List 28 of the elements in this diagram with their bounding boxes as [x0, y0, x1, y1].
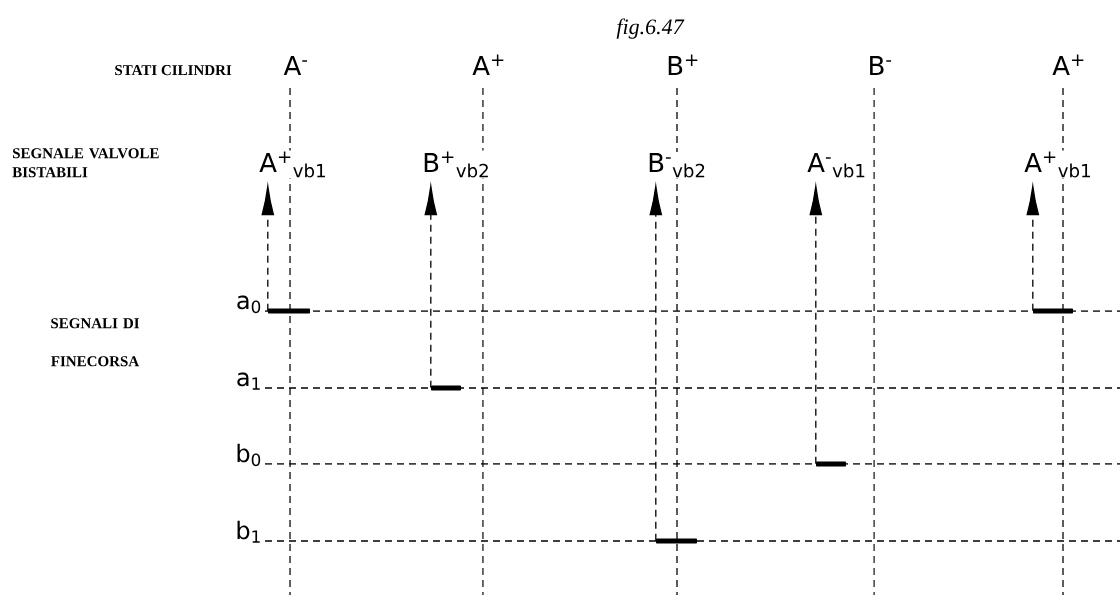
- row-label: b$_{1}$: [237, 520, 260, 543]
- cylinder-state-label: A$^{+}$: [1052, 54, 1084, 75]
- cylinder-state-label: A$^{-}$: [283, 56, 308, 75]
- row-label: b$_{0}$: [237, 443, 261, 467]
- valve-signal-label: A$^{-}$vb1: [806, 152, 868, 179]
- cylinder-state-label: A$^{+}$: [472, 54, 504, 75]
- arrow: [261, 185, 275, 312]
- signal-bar: [1033, 308, 1073, 314]
- heading-label: SEGNALI DI FINECORSA: [51, 318, 140, 367]
- row-label: a$_{0}$: [237, 295, 261, 314]
- signal-bar: [656, 538, 697, 544]
- arrow: [1026, 185, 1040, 312]
- valve-signal-label: B$^{+}$vb2: [421, 150, 492, 179]
- valve-signal-label: A$^{+}$vb1: [258, 150, 329, 179]
- arrow: [809, 185, 823, 465]
- cylinder-state-label: B$^{-}$: [870, 56, 892, 75]
- arrow: [649, 185, 663, 542]
- cylinder-state-label: B$^{+}$: [668, 54, 698, 75]
- signal-bar: [431, 385, 461, 391]
- heading-label: STATI CILINDRI: [115, 65, 232, 76]
- valve-signal-label: A$^{+}$vb1: [1023, 150, 1094, 179]
- signal-bar: [268, 308, 310, 314]
- arrow: [424, 185, 438, 389]
- valve-signal-label: B$^{-}$vb2: [646, 152, 708, 179]
- heading-label: SEGNALE VALVOLE BISTABILI: [12, 148, 159, 178]
- figure-caption: fig.6.47: [616, 18, 685, 39]
- signal-bar: [816, 461, 846, 467]
- row-label: a$_{1}$: [237, 372, 260, 390]
